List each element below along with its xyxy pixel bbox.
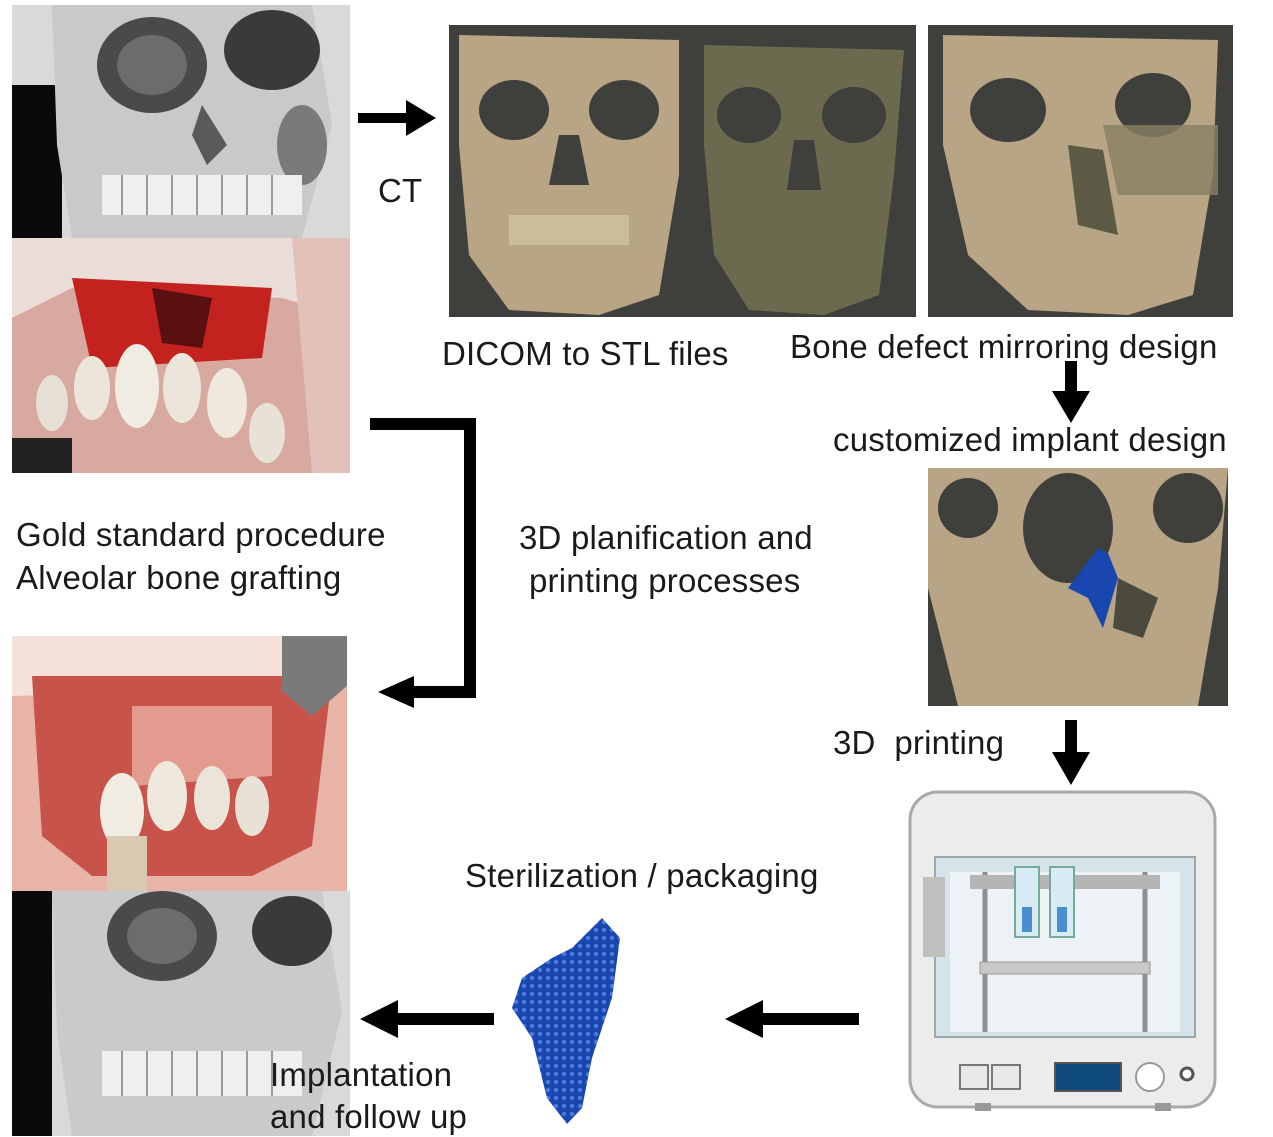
ct-scan-skull-image bbox=[12, 5, 350, 238]
ct-label: CT bbox=[378, 170, 422, 211]
sterilization-label: Sterilization / packaging bbox=[465, 855, 819, 896]
implantation-label: Implantation bbox=[270, 1054, 452, 1095]
printed-implant-scaffold-image bbox=[512, 918, 624, 1124]
implant-design-label: customized implant design bbox=[833, 419, 1227, 460]
printing-processes-label: printing processes bbox=[529, 560, 800, 601]
arrow-bracket-gold-standard bbox=[370, 418, 478, 708]
bone-graft-result-photo bbox=[12, 636, 347, 891]
mirroring-design-skull-model bbox=[928, 25, 1233, 317]
dicom-stl-skull-models bbox=[449, 25, 916, 317]
alveolar-cleft-surgery-photo bbox=[12, 238, 350, 473]
arrow-right-ct bbox=[358, 100, 436, 136]
customized-implant-skull-model bbox=[928, 468, 1228, 706]
planification-label: 3D planification and bbox=[519, 517, 813, 558]
arrow-left-implantation bbox=[360, 1000, 494, 1038]
arrow-left-sterilization bbox=[725, 1000, 859, 1038]
follow-up-label: and follow up bbox=[270, 1096, 467, 1137]
arrow-down-implant-design bbox=[1052, 361, 1090, 423]
gold-standard-label: Gold standard procedure bbox=[16, 514, 386, 555]
mirroring-design-label: Bone defect mirroring design bbox=[790, 326, 1218, 367]
dicom-to-stl-label: DICOM to STL files bbox=[442, 333, 729, 374]
alveolar-grafting-label: Alveolar bone grafting bbox=[16, 557, 341, 598]
3d-printing-label: 3D printing bbox=[833, 722, 1004, 763]
arrow-down-3d-printing bbox=[1052, 720, 1090, 785]
3d-printer-illustration bbox=[905, 787, 1220, 1117]
